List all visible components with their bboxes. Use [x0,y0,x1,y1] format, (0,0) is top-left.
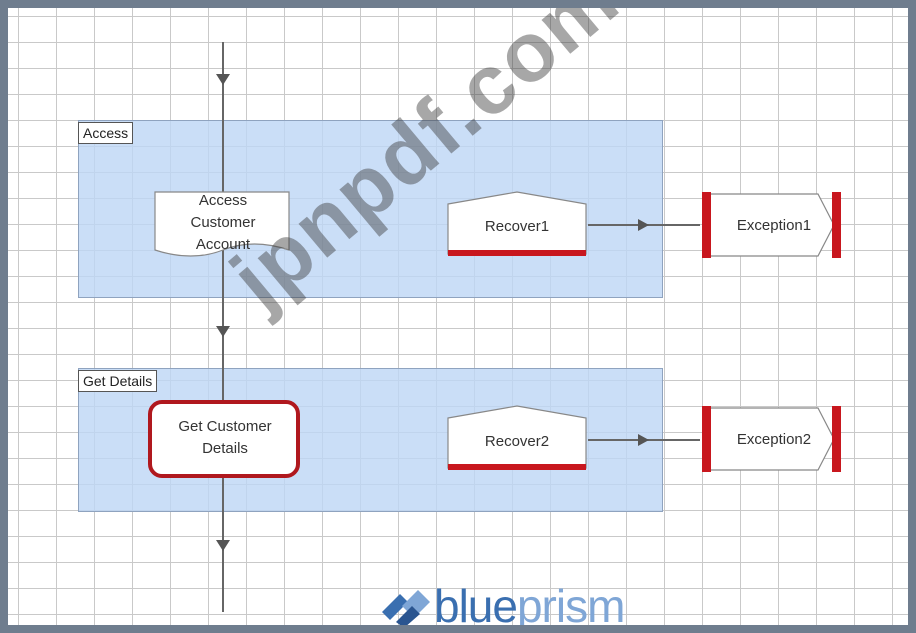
get-customer-details-label: Get Customer Details [148,416,302,460]
recover1-node[interactable] [446,190,588,260]
blueprism-logo-text: blueprism [434,580,625,625]
get-customer-details-line1: Get Customer [178,418,272,435]
exception2-node[interactable] [700,404,848,474]
get-customer-details-node[interactable] [148,400,302,480]
exception1-node[interactable] [700,190,848,260]
recover2-label: Recover2 [484,433,550,450]
diagram-canvas: Access Get Details Access Customer Accou… [8,8,908,625]
flow-arrow-2 [216,326,230,337]
exception2-label: Exception2 [736,431,812,448]
recover1-label: Recover1 [484,218,550,235]
stage-label-get-details: Get Details [78,370,158,392]
exception1-label: Exception1 [736,217,812,234]
access-customer-account-label: Access Customer Account [153,190,293,256]
flow-arrow-3 [216,540,230,551]
access-customer-account-node[interactable] [153,190,293,262]
link-arrow-1 [638,219,649,231]
access-customer-account-line2: Customer [190,214,256,231]
blueprism-logo: blueprism [378,580,625,625]
link-arrow-2 [638,434,649,446]
blueprism-logo-icon [382,590,430,625]
logo-text-prism: prism [516,580,625,625]
get-customer-details-line2: Details [202,440,248,457]
access-customer-account-line1: Access [198,192,248,209]
flow-arrow-1 [216,74,230,85]
recover2-node[interactable] [446,404,588,474]
stage-label-access: Access [78,122,134,144]
access-customer-account-line3: Account [195,236,251,253]
logo-text-blue: blue [434,580,518,625]
